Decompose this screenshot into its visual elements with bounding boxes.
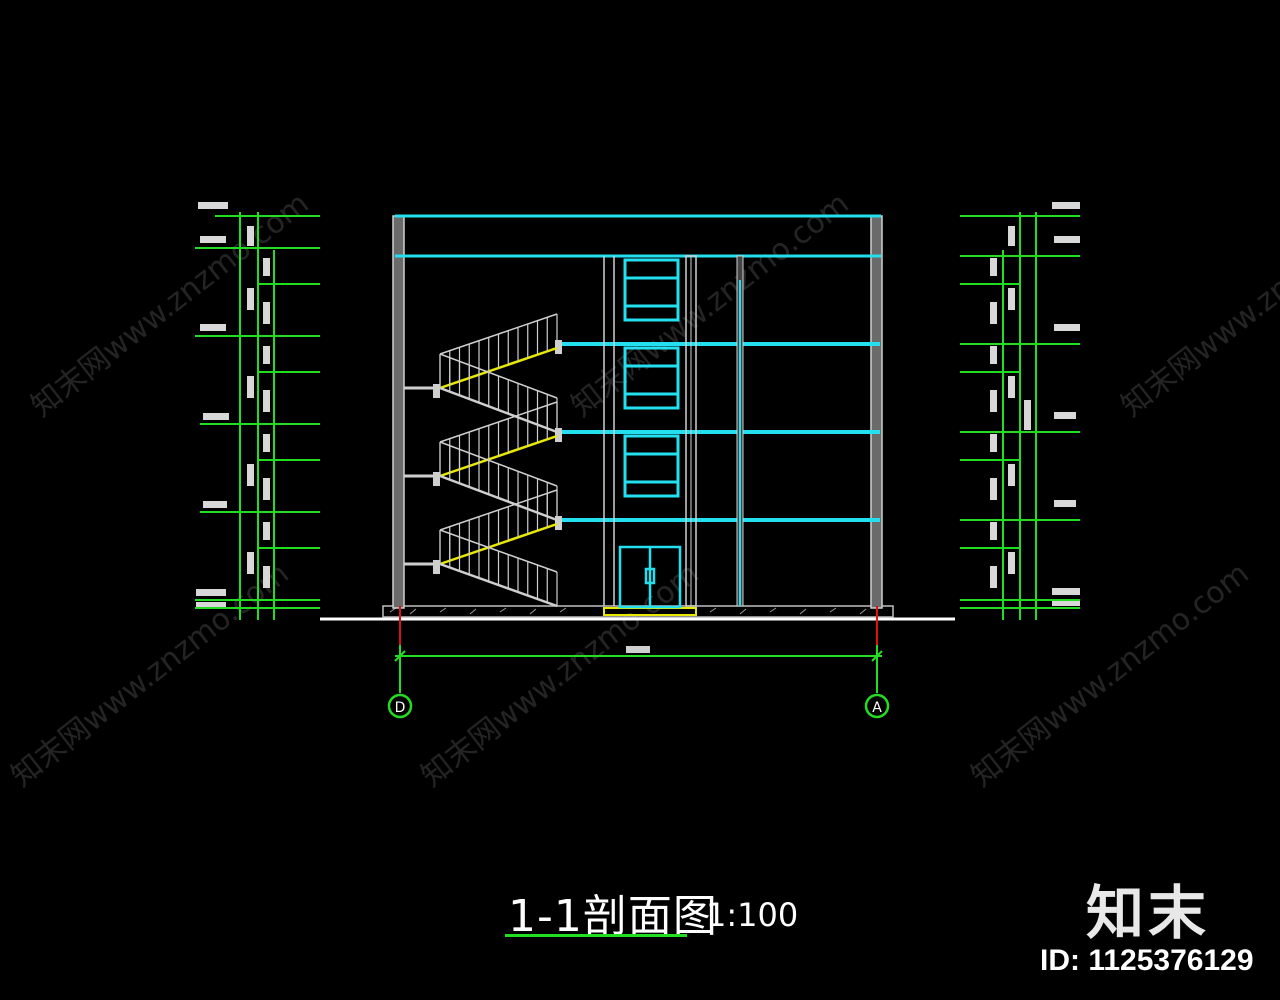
window-2 (623, 434, 680, 498)
ground-hatch (389, 607, 867, 615)
axis-label-a: A (872, 700, 882, 716)
right-dimension-chain (960, 212, 1080, 620)
dimension-tick (871, 650, 883, 662)
window-3 (623, 346, 680, 410)
window-4 (623, 258, 680, 322)
left-wall (392, 215, 405, 609)
image-id-label: ID: 1125376129 (1040, 944, 1254, 977)
left-dimension-chain (195, 212, 320, 620)
axis-label-d: D (395, 700, 406, 716)
brand-logo: 知末 (1086, 879, 1211, 947)
drawing-title: 1-1剖面图 (508, 891, 718, 942)
dimension-text-blur (626, 646, 650, 653)
entrance-step (603, 607, 697, 616)
axis-bubble-d (387, 693, 413, 719)
stair-landing-posts (433, 340, 562, 574)
entrance-door (618, 545, 682, 609)
right-dimension-blurs (990, 202, 1080, 606)
dimension-tick (394, 650, 406, 662)
drawing-scale: 1:100 (706, 896, 799, 934)
title-underline (505, 934, 687, 937)
right-wall (870, 215, 883, 609)
left-dimension-blurs (196, 202, 270, 607)
axis-bubble-a (864, 693, 890, 719)
stair-flights (439, 313, 558, 608)
